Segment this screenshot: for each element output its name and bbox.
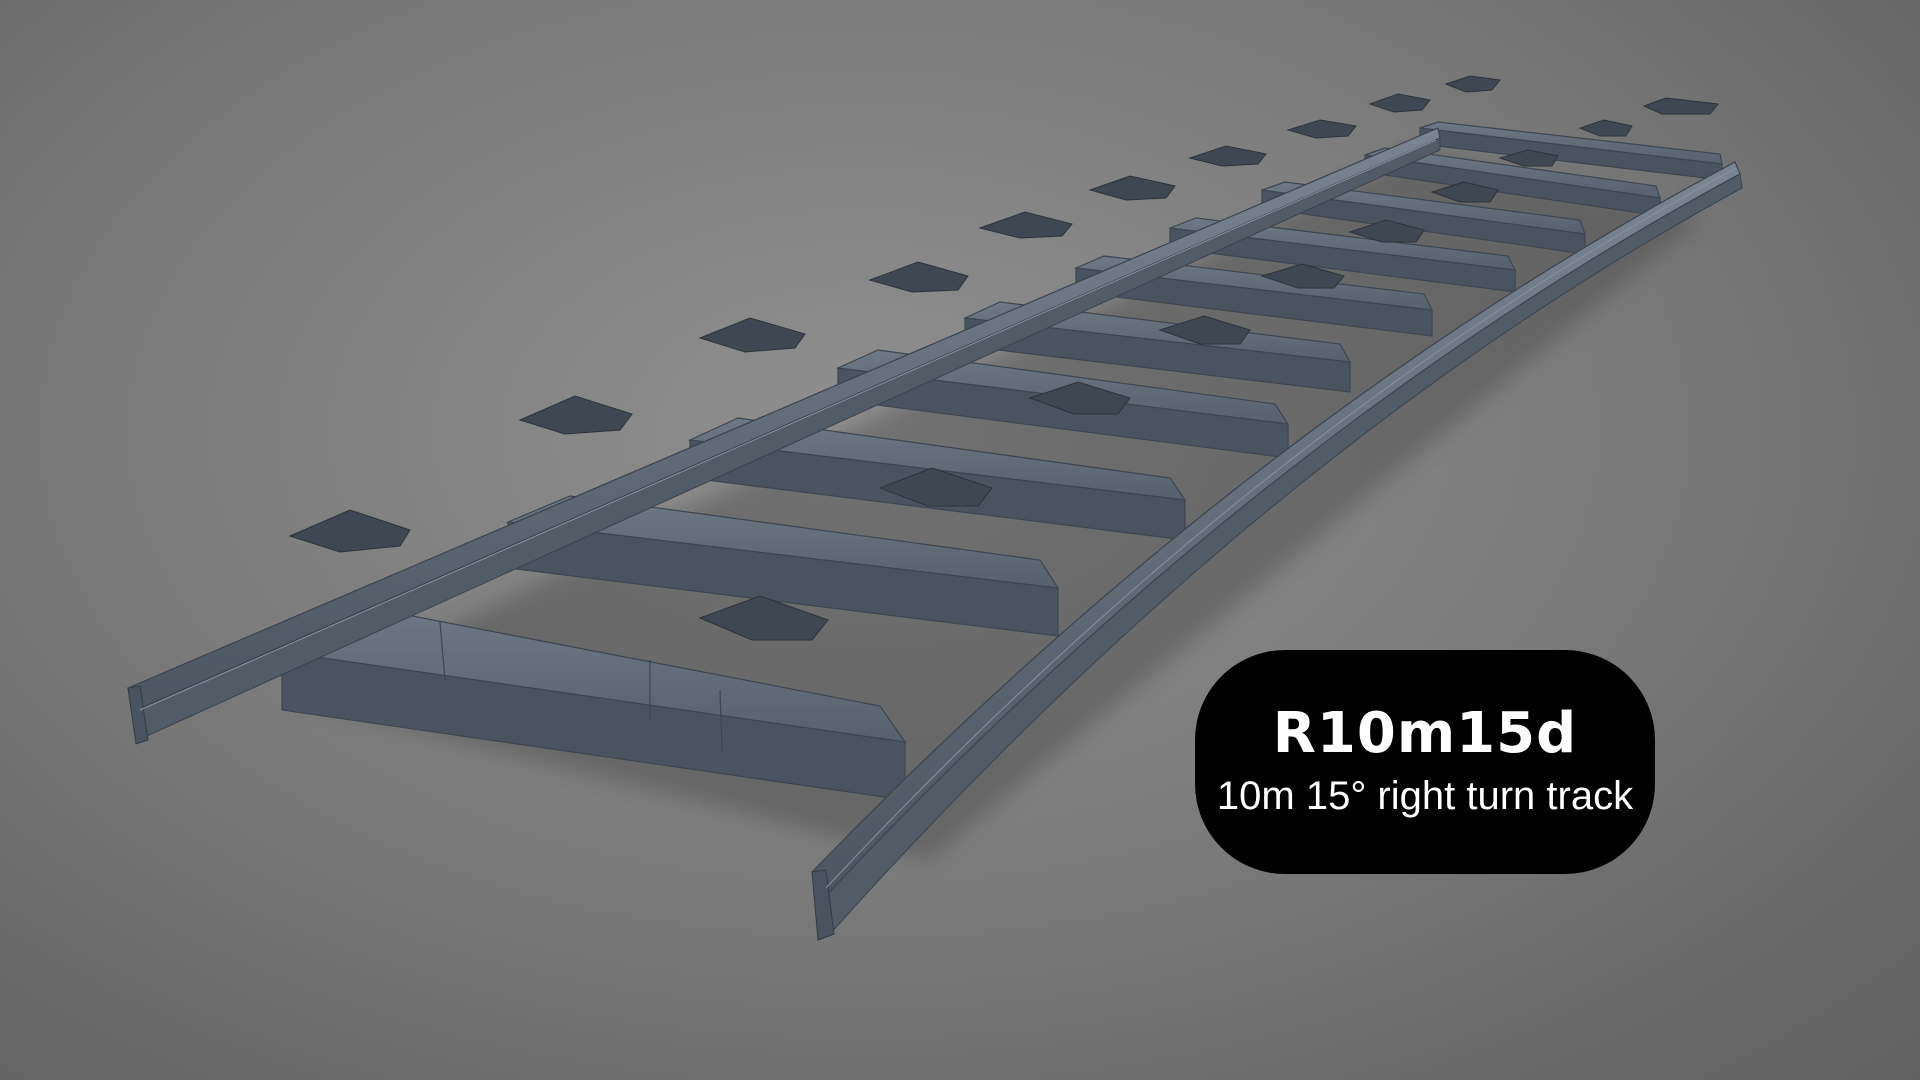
track-code: R10m15d bbox=[1272, 701, 1578, 767]
rail-clips bbox=[288, 75, 1719, 641]
sleeper bbox=[1419, 121, 1723, 181]
track-description: 10m 15° right turn track bbox=[1216, 773, 1634, 818]
sleeper bbox=[1261, 181, 1586, 255]
right-rail bbox=[811, 161, 1743, 941]
sleeper bbox=[1364, 147, 1661, 217]
left-rail bbox=[127, 127, 1441, 745]
track-label-badge: R10m15d 10m 15° right turn track bbox=[1195, 650, 1655, 874]
